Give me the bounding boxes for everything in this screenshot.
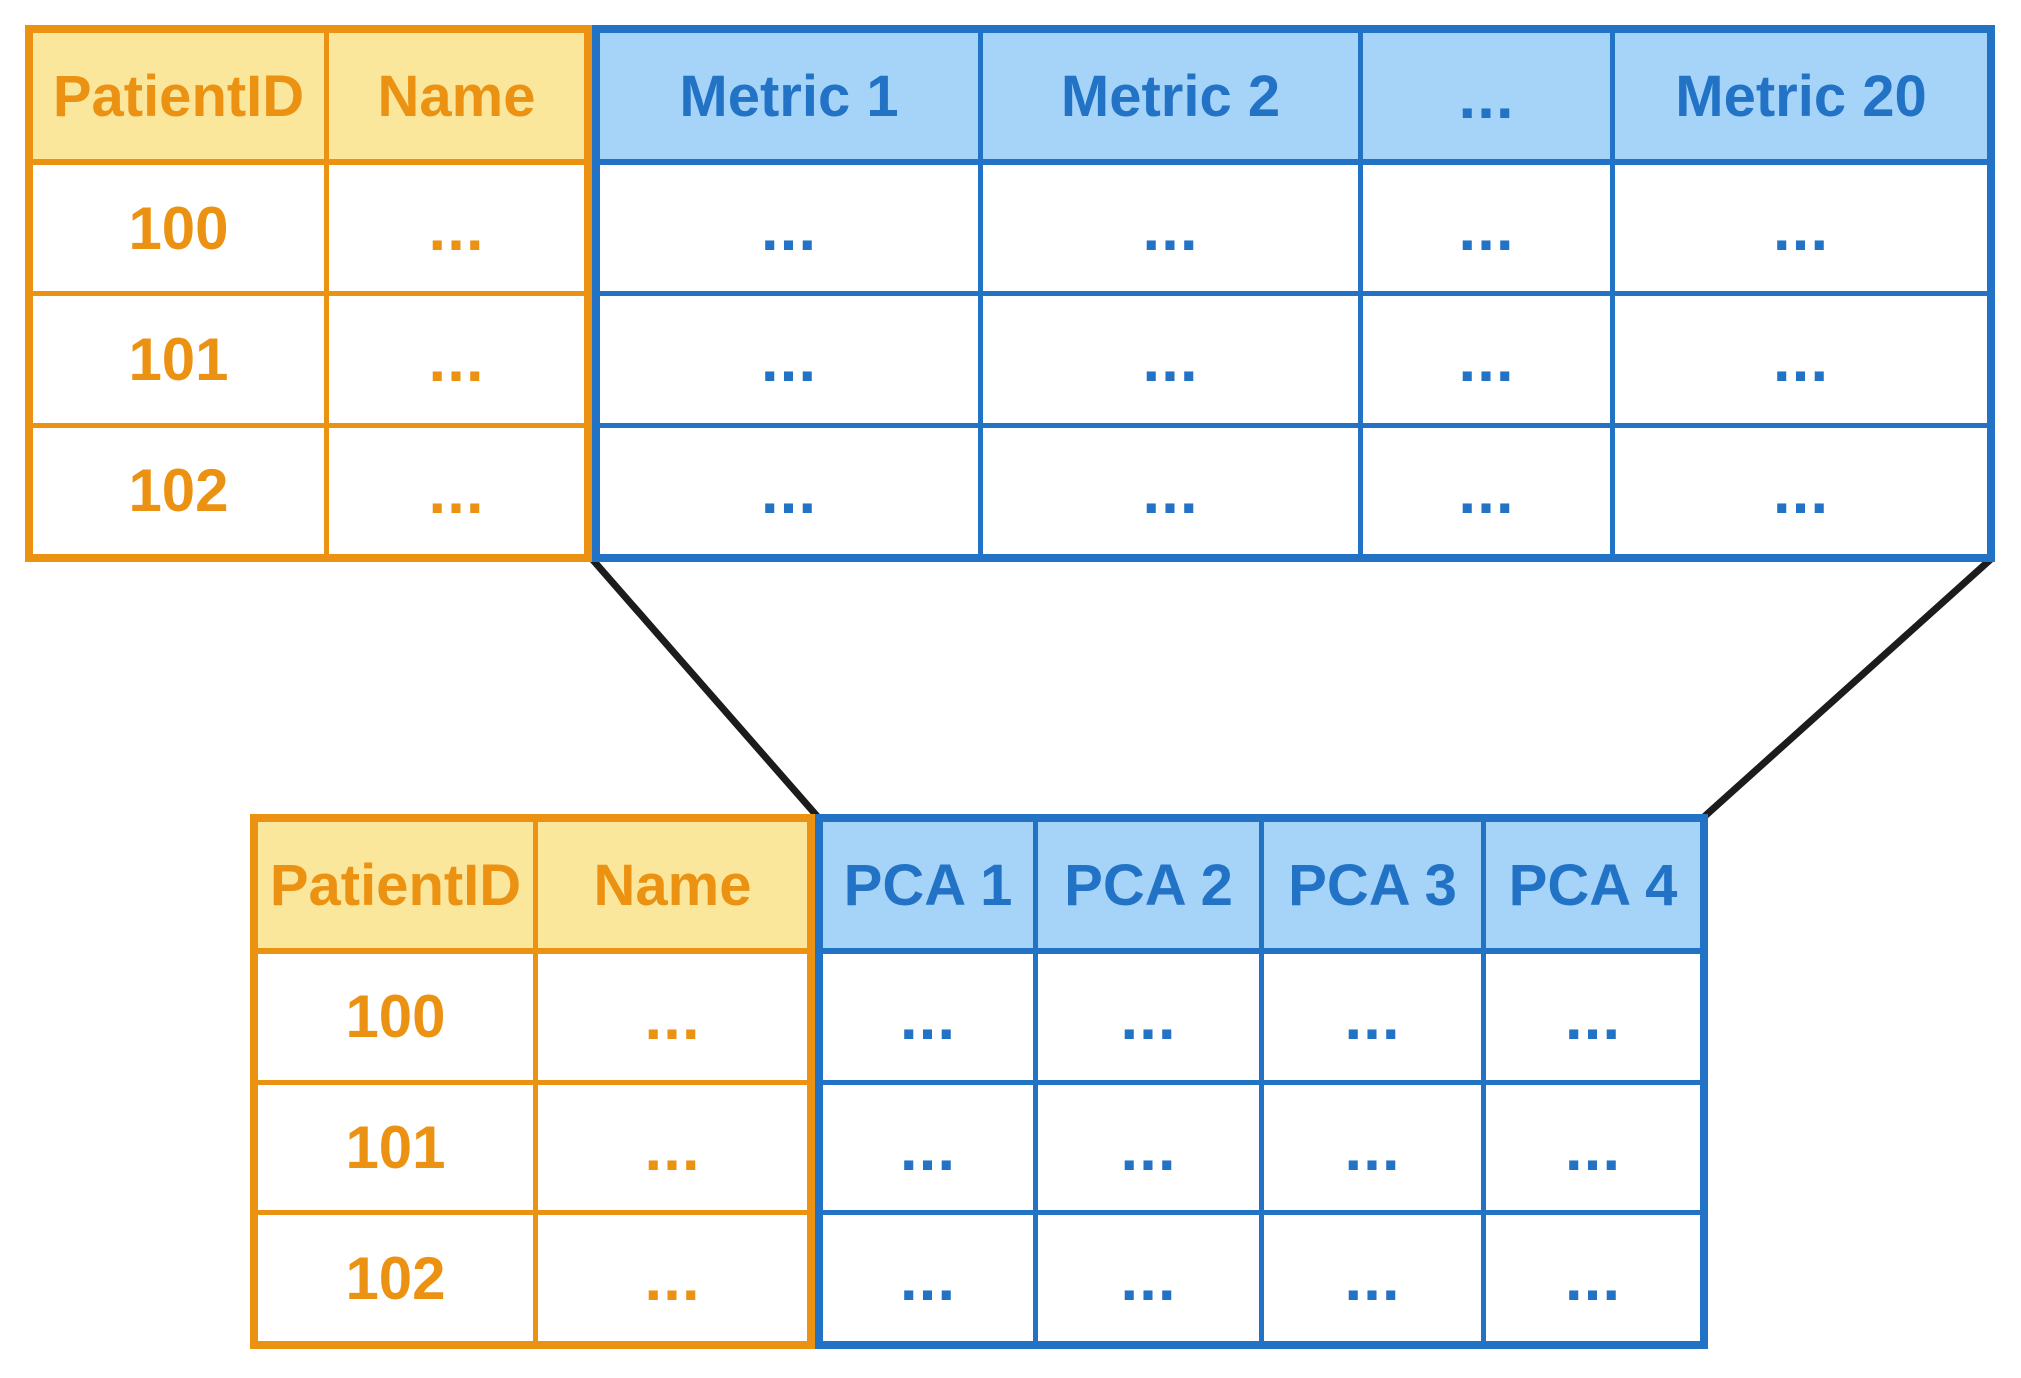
cell-name: ...: [644, 1111, 701, 1184]
table-row: 101 ...: [258, 1084, 807, 1216]
cell-patient-id: 100: [33, 165, 329, 292]
header-pca-1: PCA 1: [823, 822, 1038, 948]
cell-patient-id: 102: [258, 1215, 538, 1342]
cell-metric: ...: [1772, 192, 1830, 265]
header-metric-2: Metric 2: [983, 33, 1363, 159]
table-row: 100 ...: [258, 954, 807, 1085]
cell-metric: ...: [600, 427, 983, 554]
cell-metric: ...: [983, 427, 1363, 554]
table-row: 100 ...: [33, 165, 584, 297]
table-row: 102 ...: [33, 427, 584, 554]
cell-pca: ...: [823, 1215, 1038, 1342]
header-metric-1: Metric 1: [600, 33, 983, 159]
cell-patient-id: 102: [33, 427, 329, 554]
cell-metric: ...: [1772, 323, 1830, 396]
cell-metric: ...: [983, 296, 1363, 423]
cell-name: ...: [428, 454, 485, 527]
pca-table: PatientID Name 100 ... 101 ... 102 ... P…: [250, 814, 1708, 1349]
header-name: Name: [593, 852, 752, 918]
header-pca-4: PCA 4: [1508, 852, 1678, 918]
cell-pca: ...: [1038, 1084, 1264, 1211]
table-row: 102 ...: [258, 1215, 807, 1342]
cell-name: ...: [428, 323, 485, 396]
cell-pca: ...: [1564, 980, 1622, 1053]
cell-name: ...: [428, 192, 485, 265]
table-row: ... ... ... ...: [600, 165, 1987, 297]
cell-metric: ...: [1363, 296, 1615, 423]
cell-metric: ...: [1363, 427, 1615, 554]
header-patient-id: PatientID: [33, 33, 329, 159]
table-row: ... ... ... ...: [823, 1084, 1700, 1216]
cell-pca: ...: [823, 1084, 1038, 1211]
cell-pca: ...: [1264, 1084, 1486, 1211]
header-metric-20: Metric 20: [1675, 63, 1927, 129]
cell-metric: ...: [1363, 165, 1615, 292]
cell-metric: ...: [600, 296, 983, 423]
cell-pca: ...: [1038, 954, 1264, 1080]
table-row: ... ... ... ...: [823, 1215, 1700, 1342]
cell-patient-id: 100: [258, 954, 538, 1080]
header-patient-id: PatientID: [258, 822, 538, 948]
cell-pca: ...: [1264, 1215, 1486, 1342]
table-row: ... ... ... ...: [823, 954, 1700, 1085]
header-pca-2: PCA 2: [1038, 822, 1264, 948]
cell-patient-id: 101: [33, 296, 329, 423]
cell-name: ...: [644, 1242, 701, 1315]
pca-table-pca-section: PCA 1 PCA 2 PCA 3 PCA 4 ... ... ... ... …: [815, 814, 1708, 1349]
table-row: ... ... ... ...: [600, 427, 1987, 554]
cell-metric: ...: [1772, 454, 1830, 527]
cell-name: ...: [644, 980, 701, 1053]
metrics-table-metric-header-row: Metric 1 Metric 2 ... Metric 20: [600, 33, 1987, 165]
header-pca-3: PCA 3: [1264, 822, 1486, 948]
cell-pca: ...: [1564, 1111, 1622, 1184]
metrics-table-id-section: PatientID Name 100 ... 101 ... 102 ...: [25, 25, 592, 562]
header-metric-ellipsis: ...: [1363, 33, 1615, 159]
header-name: Name: [377, 63, 536, 129]
metrics-table-metric-section: Metric 1 Metric 2 ... Metric 20 ... ... …: [592, 25, 1995, 562]
cell-pca: ...: [1264, 954, 1486, 1080]
funnel-line-right: [1701, 555, 1995, 820]
funnel-line-left: [588, 555, 821, 820]
cell-metric: ...: [983, 165, 1363, 292]
pca-table-id-section: PatientID Name 100 ... 101 ... 102 ...: [250, 814, 815, 1349]
metrics-table-id-header-row: PatientID Name: [33, 33, 584, 165]
cell-pca: ...: [823, 954, 1038, 1080]
cell-pca: ...: [1038, 1215, 1264, 1342]
pca-table-pca-header-row: PCA 1 PCA 2 PCA 3 PCA 4: [823, 822, 1700, 954]
table-row: 101 ...: [33, 296, 584, 428]
metrics-table: PatientID Name 100 ... 101 ... 102 ... M…: [25, 25, 1995, 562]
cell-metric: ...: [600, 165, 983, 292]
cell-patient-id: 101: [258, 1084, 538, 1211]
pca-table-id-header-row: PatientID Name: [258, 822, 807, 954]
table-row: ... ... ... ...: [600, 296, 1987, 428]
cell-pca: ...: [1564, 1242, 1622, 1315]
